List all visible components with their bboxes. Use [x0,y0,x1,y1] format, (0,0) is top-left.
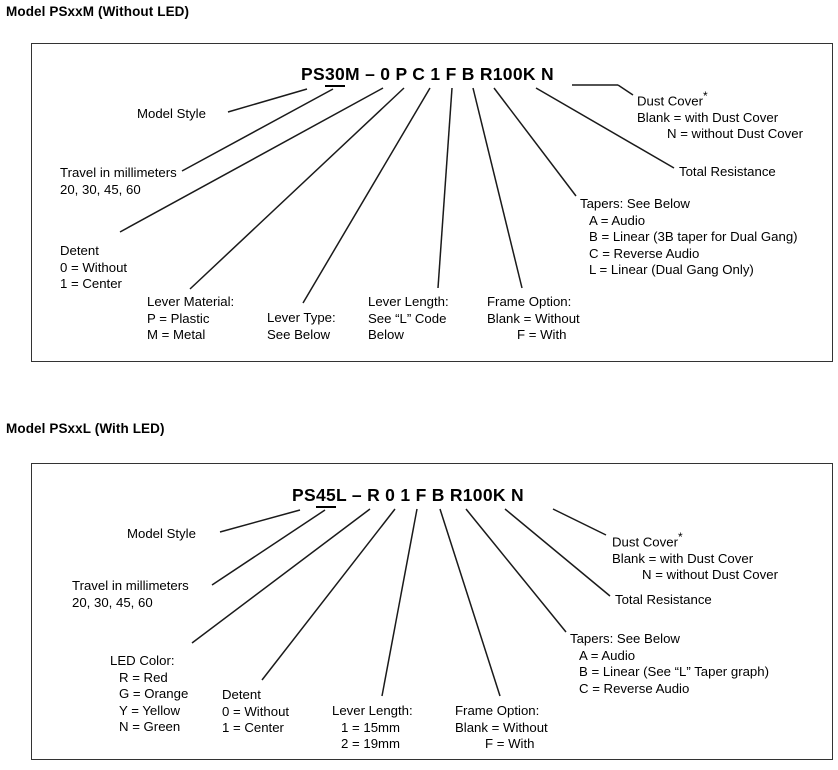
callout-option: See “L” Code [368,310,447,326]
callout-title: Frame Option: [487,294,572,309]
callout-title: Total Resistance [615,592,712,607]
callout-title: Lever Length: [332,703,413,718]
footnote-asterisk: * [702,89,708,103]
callout-title: LED Color: [110,653,175,668]
callout-title: Lever Material: [147,294,235,309]
part-number-dash: – [346,485,368,505]
part-number-prefix: PS45L [292,485,347,508]
callout-option: L = Linear (Dual Gang Only) [589,262,754,277]
callout-title: Model Style [127,526,196,541]
callout-option: 0 = Without [60,259,128,275]
callout-title: Detent [60,243,99,258]
callout-option: C = Reverse Audio [589,245,700,261]
callout-tapers-2: Tapers: See Below A = Audio B = Linear (… [570,631,769,697]
callout-option: B = Linear (See “L” Taper graph) [579,664,769,679]
callout-title: Dust Cover* [612,529,778,551]
callout-option: Blank = with Dust Cover [637,109,779,125]
diagram-box-with-led [31,463,833,760]
callout-option: N = without Dust Cover [667,126,803,142]
callout-option: N = Green [119,719,181,734]
callout-lever-material-1: Lever Material: P = Plastic M = Metal [147,294,234,344]
callout-led-color-2: LED Color: R = Red G = Orange Y = Yellow… [110,653,188,736]
part-number-dash: – [359,64,381,84]
callout-title: Lever Length: [368,294,449,309]
callout-dust-cover-2: Dust Cover* Blank = with Dust Cover N = … [612,529,778,584]
callout-detent-2: Detent 0 = Without 1 = Center [222,687,289,737]
callout-option: A = Audio [579,647,636,663]
part-number-without-led: PS30M – 0 P C 1 F B R100K N [301,64,554,87]
callout-values: 20, 30, 45, 60 [60,181,141,197]
part-number-prefix: PS30M [301,64,360,87]
footnote-asterisk: * [677,530,683,544]
callout-title-text: Dust Cover [637,93,703,109]
callout-title: Lever Type: [267,310,336,325]
callout-total-resistance-1: Total Resistance [679,164,776,181]
callout-detent-1: Detent 0 = Without 1 = Center [60,243,127,293]
callout-option: Blank = Without [455,719,548,735]
callout-option: C = Reverse Audio [579,680,690,696]
callout-tapers-1: Tapers: See Below A = Audio B = Linear (… [580,196,798,279]
callout-option: See Below [267,326,331,342]
callout-lever-type-1: Lever Type: See Below [267,310,336,343]
part-number-codes: 0 P C 1 F B R100K N [380,64,554,84]
callout-title: Tapers: See Below [570,631,680,646]
callout-option: Y = Yellow [119,702,180,718]
callout-title: Dust Cover* [637,88,803,110]
callout-option: 1 = Center [222,720,284,735]
callout-option: 2 = 19mm [341,736,401,751]
callout-option: G = Orange [119,686,189,701]
callout-option: F = With [485,736,535,751]
callout-frame-option-2: Frame Option: Blank = Without F = With [455,703,548,753]
callout-option: N = without Dust Cover [642,567,778,583]
callout-lever-length-1: Lever Length: See “L” Code Below [368,294,449,344]
callout-model-style-1: Model Style [137,106,206,123]
callout-option: 1 = 15mm [341,719,401,735]
callout-travel-1: Travel in millimeters 20, 30, 45, 60 [60,165,177,198]
callout-option: B = Linear (3B taper for Dual Gang) [589,229,798,244]
callout-option: Blank = Without [487,310,580,326]
callout-option: 0 = Without [222,703,290,719]
callout-title-text: Dust Cover [612,534,678,550]
callout-title: Total Resistance [679,164,776,179]
callout-option: M = Metal [147,327,206,342]
callout-title: Frame Option: [455,703,540,718]
part-number-travel-digits: 45 [315,485,337,508]
callout-title: Travel in millimeters [72,578,189,593]
section-title-with-led: Model PSxxL (With LED) [6,421,165,436]
part-number-with-led: PS45L – R 0 1 F B R100K N [292,485,524,508]
callout-option: Blank = with Dust Cover [612,550,754,566]
callout-title: Tapers: See Below [580,196,690,211]
callout-option: Below [368,327,404,342]
callout-title: Travel in millimeters [60,165,177,180]
callout-travel-2: Travel in millimeters 20, 30, 45, 60 [72,578,189,611]
callout-model-style-2: Model Style [127,526,196,543]
part-number-codes: R 0 1 F B R100K N [367,485,524,505]
callout-lever-length-2: Lever Length: 1 = 15mm 2 = 19mm [332,703,413,753]
callout-option: R = Red [119,669,168,685]
callout-option: 1 = Center [60,276,122,291]
callout-title: Model Style [137,106,206,121]
callout-total-resistance-2: Total Resistance [615,592,712,609]
callout-option: P = Plastic [147,310,210,326]
callout-option: A = Audio [589,212,646,228]
callout-title: Detent [222,687,261,702]
part-number-travel-digits: 30 [324,64,346,87]
callout-dust-cover-1: Dust Cover* Blank = with Dust Cover N = … [637,88,803,143]
callout-values: 20, 30, 45, 60 [72,594,153,610]
callout-option: F = With [517,327,567,342]
callout-frame-option-1: Frame Option: Blank = Without F = With [487,294,580,344]
section-title-without-led: Model PSxxM (Without LED) [6,4,190,19]
